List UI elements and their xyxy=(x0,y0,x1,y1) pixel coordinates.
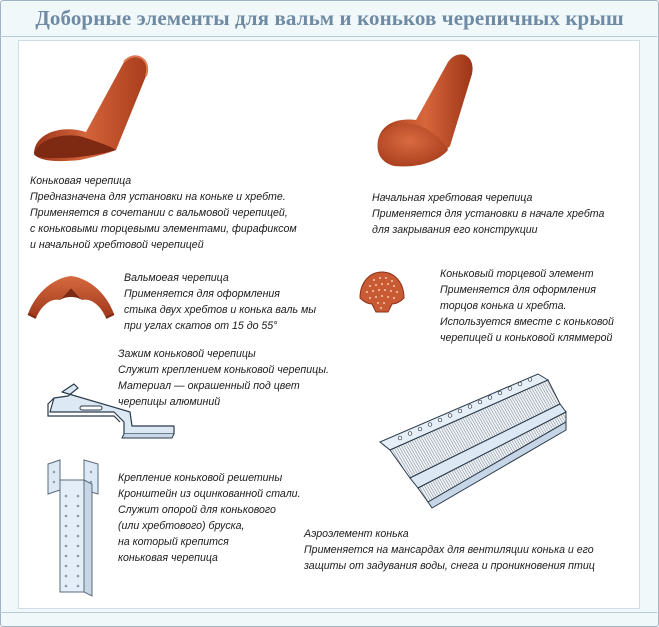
ridge-batten-bracket-line-5: коньковая черепица xyxy=(118,552,218,564)
ridge-end-element-name: Коньковый торцевой элемент xyxy=(440,268,594,280)
ridge-end-element-icon xyxy=(359,271,405,313)
ridge-clamp-line-1: Служит креплением коньковой черепицы. xyxy=(118,364,329,376)
ridge-end-element-line-4: черепицей и коньковой кляммерой xyxy=(440,332,613,344)
ridge-batten-bracket-line-2: Служит опорой для конькового xyxy=(118,504,276,516)
hip-tile-name: Вальмоеая черепица xyxy=(124,272,229,284)
ridge-aero-element-name: Аэроэлемент конька xyxy=(304,528,409,540)
ridge-batten-bracket-line-3: (или хребтового) бруска, xyxy=(118,520,245,532)
hip-tile-line-2: стыка двух хребтов и конька валь мы xyxy=(124,304,317,316)
ridge-aero-element-line-2: защиты от задувания воды, снега и проник… xyxy=(304,560,595,572)
ridge-clamp-line-3: черепицы алюминий xyxy=(118,396,221,408)
ridge-batten-bracket-name: Крепление коньковой решетины xyxy=(118,472,283,484)
ridge-end-element-line-2: торцов конька и хребта. xyxy=(440,300,567,312)
ridge-batten-bracket-line-1: Кронштейн из оцинкованной стали. xyxy=(118,488,301,500)
ridge-tile-line-3: с коньковыми торцевыми элементами, фираф… xyxy=(30,223,297,235)
page-title: Доборные элементы для вальм и коньков че… xyxy=(35,6,624,30)
ridge-clamp-line-2: Материал — окрашенный под цвет xyxy=(118,380,300,392)
ridge-clamp-icon xyxy=(47,383,175,439)
ridge-end-element-line-3: Используется вместе с коньковой xyxy=(440,316,614,328)
ridge-aero-element-line-1: Применяется на мансардах для вентиляции … xyxy=(304,544,594,556)
ridge-clamp-caption: Зажим коньковой черепицы Служит креплени… xyxy=(118,346,329,410)
ridge-tile-line-1: Предназначена для установки на коньке и … xyxy=(30,191,286,203)
ridge-batten-bracket-caption: Крепление коньковой решетины Кронштейн и… xyxy=(118,470,301,566)
starting-hip-tile-caption: Начальная хребтовая черепица Применяется… xyxy=(372,190,604,238)
ridge-aero-element-caption: Аэроэлемент конька Применяется на мансар… xyxy=(304,526,595,574)
bottom-divider xyxy=(0,612,657,613)
ridge-end-element-line-1: Применяется для оформления xyxy=(440,284,596,296)
starting-hip-tile-name: Начальная хребтовая черепица xyxy=(372,192,533,204)
ridge-end-element-caption: Коньковый торцевой элемент Применяется д… xyxy=(440,266,614,346)
ridge-aero-element-icon xyxy=(379,373,567,509)
ridge-tile-line-4: и начальной хребтовой черепицей xyxy=(30,239,204,251)
hip-tile-icon xyxy=(27,276,115,319)
starting-hip-tile-line-1: Применяется для установки в начале хребт… xyxy=(372,208,605,220)
hip-tile-line-1: Применяется для оформления xyxy=(124,288,280,300)
ridge-batten-bracket-line-4: на который крепится xyxy=(118,536,229,548)
ridge-clamp-name: Зажим коньковой черепицы xyxy=(118,348,256,360)
ridge-tile-name: Коньковая черепица xyxy=(30,175,132,187)
ridge-tile-line-2: Применяется в сочетании с вальмовой чере… xyxy=(30,207,288,219)
ridge-tile-caption: Коньковая черепица Предназначена для уст… xyxy=(30,173,297,253)
starting-hip-tile-icon xyxy=(377,54,473,167)
ridge-batten-bracket-icon xyxy=(47,459,99,597)
starting-hip-tile-line-2: для закрывания его конструкции xyxy=(372,224,538,236)
hip-tile-line-3: при углах скатов от 15 до 55° xyxy=(124,320,278,332)
ridge-tile-icon xyxy=(34,55,149,162)
hip-tile-caption: Вальмоеая черепица Применяется для оформ… xyxy=(124,270,316,334)
title-divider-top xyxy=(0,36,657,37)
